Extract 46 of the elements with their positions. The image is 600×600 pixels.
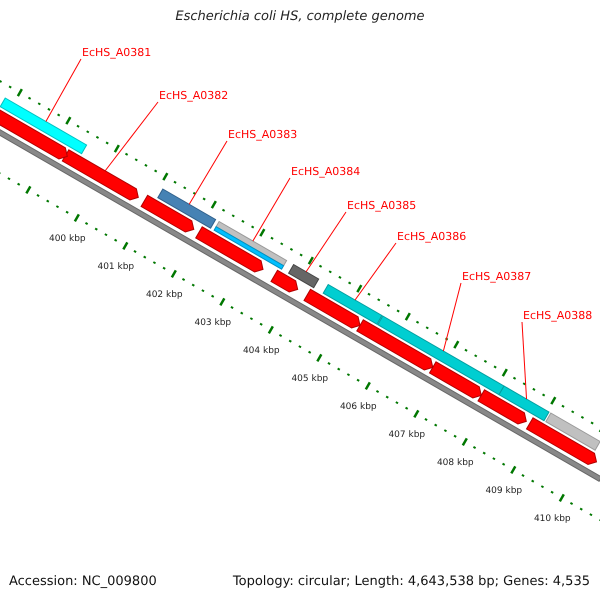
gene-feature xyxy=(377,315,505,396)
leader-line xyxy=(104,102,158,172)
gene-feature xyxy=(477,389,527,425)
position-label: 407 kbp xyxy=(388,430,426,440)
gene-feature xyxy=(288,264,320,288)
accession-text: Accession: NC_009800 xyxy=(9,574,157,589)
gene-feature xyxy=(270,270,298,293)
title: Escherichia coli HS, complete genome xyxy=(174,9,426,24)
position-label: 404 kbp xyxy=(242,346,280,356)
position-label: 409 kbp xyxy=(485,486,522,496)
position-label: 405 kbp xyxy=(291,374,328,384)
gene-feature xyxy=(498,385,550,422)
leader-line xyxy=(188,140,228,205)
leader-line xyxy=(45,58,82,122)
gene-label: EcHS_A0386 xyxy=(397,230,466,243)
gene-feature xyxy=(526,417,598,466)
gene-label: EcHS_A0388 xyxy=(523,309,592,322)
leader-line xyxy=(306,212,346,272)
position-label: 408 kbp xyxy=(436,458,474,468)
leader-line xyxy=(252,178,290,242)
gene-feature xyxy=(322,284,383,325)
gene-feature xyxy=(428,361,482,399)
leader-line xyxy=(442,282,462,352)
gene-feature xyxy=(157,188,216,229)
gene-feature xyxy=(303,288,361,329)
position-label: 401 kbp xyxy=(97,262,134,272)
leader-line xyxy=(354,242,396,300)
gene-label: EcHS_A0385 xyxy=(347,199,416,212)
gene-label: EcHS_A0387 xyxy=(462,270,532,283)
position-label: 410 kbp xyxy=(534,514,571,524)
gene-feature xyxy=(545,412,600,451)
gene-feature xyxy=(356,319,434,371)
gene-label: EcHS_A0384 xyxy=(291,165,360,178)
gene-label: EcHS_A0383 xyxy=(228,128,298,141)
gene-label: EcHS_A0381 xyxy=(82,46,152,59)
position-label: 403 kbp xyxy=(194,318,232,328)
gene-feature xyxy=(62,149,139,201)
gene-feature xyxy=(0,97,88,154)
gene-feature xyxy=(140,194,194,233)
position-label: 406 kbp xyxy=(340,402,377,412)
position-label: 402 kbp xyxy=(146,290,183,300)
gene-feature xyxy=(213,226,284,270)
gene-feature xyxy=(195,226,264,273)
position-label: 400 kbp xyxy=(48,234,86,244)
genome-info-text: Topology: circular; Length: 4,643,538 bp; Genes: 4,535 xyxy=(232,574,590,589)
gene-label: EcHS_A0382 xyxy=(159,89,228,102)
